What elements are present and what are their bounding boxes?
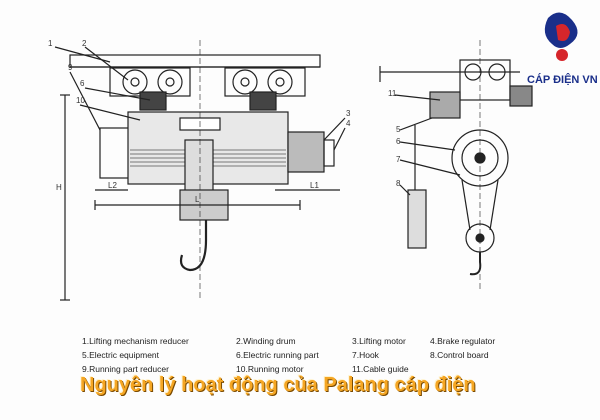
dimension-label: L2	[108, 181, 117, 190]
legend-item: 11.Cable guide	[352, 364, 409, 374]
running-motor-left	[139, 91, 167, 111]
legend-item: 5.Electric equipment	[82, 350, 160, 360]
trolley-wheel	[157, 69, 183, 95]
legend-item: 2.Winding drum	[236, 336, 296, 346]
callout-front: 4	[346, 119, 351, 128]
dimension-label: L1	[310, 181, 319, 190]
callout-front: 9	[68, 63, 73, 72]
brand-name: CÁP ĐIỆN VN	[527, 74, 598, 86]
side-trolley	[459, 59, 511, 101]
legend-item: 7.Hook	[352, 350, 379, 360]
lifting-motor	[287, 131, 325, 173]
trolley-wheel	[232, 69, 258, 95]
callout-front: 10	[76, 96, 85, 105]
legend-item: 4.Brake regulator	[430, 336, 496, 346]
callout-side: 8	[396, 179, 401, 188]
side-motor	[429, 91, 461, 119]
brake-regulator	[323, 139, 335, 167]
trolley-wheel	[267, 69, 293, 95]
callout-side: 6	[396, 137, 401, 146]
hook	[179, 220, 208, 272]
trolley-wheel	[122, 69, 148, 95]
dimension-label: L	[195, 195, 200, 204]
lifting-mechanism-reducer	[99, 127, 131, 179]
control-board	[407, 189, 427, 249]
brand-logo-icon	[544, 12, 578, 61]
legend-item: 1.Lifting mechanism reducer	[82, 336, 189, 346]
callout-front: 3	[346, 109, 351, 118]
legend-item: 3.Lifting motor	[352, 336, 406, 346]
callout-front: 2	[82, 39, 87, 48]
callout-side: 11	[388, 89, 397, 98]
dimension-label: H	[56, 183, 62, 192]
callout-side: 7	[396, 155, 401, 164]
electric-equipment-box	[509, 85, 533, 107]
running-motor-right	[249, 91, 277, 111]
legend-item: 9.Running part reducer	[82, 364, 169, 374]
legend-item: 10.Running motor	[236, 364, 304, 374]
callout-side: 5	[396, 125, 401, 134]
callout-front: 1	[48, 39, 53, 48]
callout-front: 6	[80, 79, 85, 88]
legend-item: 6.Electric running part	[236, 350, 319, 360]
caption-title: Nguyên lý hoạt động của Palang cáp điện	[80, 374, 476, 396]
legend-item: 8.Control board	[430, 350, 489, 360]
